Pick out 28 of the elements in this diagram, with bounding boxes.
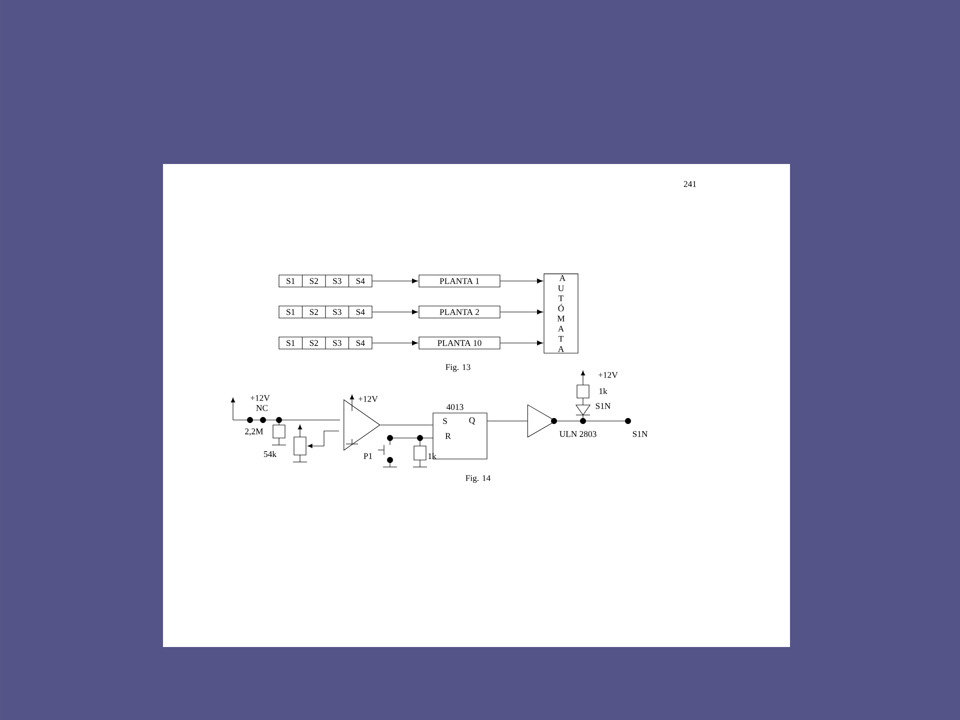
process-box: PLANTA 2 <box>418 306 500 318</box>
controller-box: AUTÓMATA <box>544 274 578 354</box>
arrow <box>500 278 543 284</box>
node-label: 4013 <box>446 404 464 410</box>
component-label: 1k <box>428 453 436 459</box>
component-label: 2,2M <box>245 428 264 436</box>
process-box: PLANTA 10 <box>418 336 500 350</box>
sensor-strip: S1 S2 S3 S4 <box>278 336 372 350</box>
component-label: 1k <box>599 388 608 394</box>
voltage-label: +12V <box>598 372 618 378</box>
process-box: PLANTA 1 <box>418 274 500 288</box>
component-label: 54k <box>264 450 276 458</box>
component-label: NC <box>256 405 268 411</box>
arrow <box>500 310 543 314</box>
component-label: ULN 2803 <box>560 431 596 437</box>
signal-label: S1N <box>596 403 610 409</box>
arrow <box>372 310 418 314</box>
sensor-strip: S1 S2 S3 S4 <box>278 306 372 318</box>
voltage-label: +12V <box>358 396 378 402</box>
sensor-strip: S1 S2 S3 S4 <box>278 274 372 288</box>
signal-label: S1N <box>632 431 648 437</box>
arrow <box>500 340 543 346</box>
voltage-label: +12V <box>250 395 270 401</box>
figure-caption: Fig. 13 <box>446 364 470 372</box>
page-number: 241 <box>684 181 696 187</box>
figure-caption: Fig. 14 <box>466 475 491 483</box>
arrow <box>372 340 418 346</box>
arrow <box>372 278 418 284</box>
